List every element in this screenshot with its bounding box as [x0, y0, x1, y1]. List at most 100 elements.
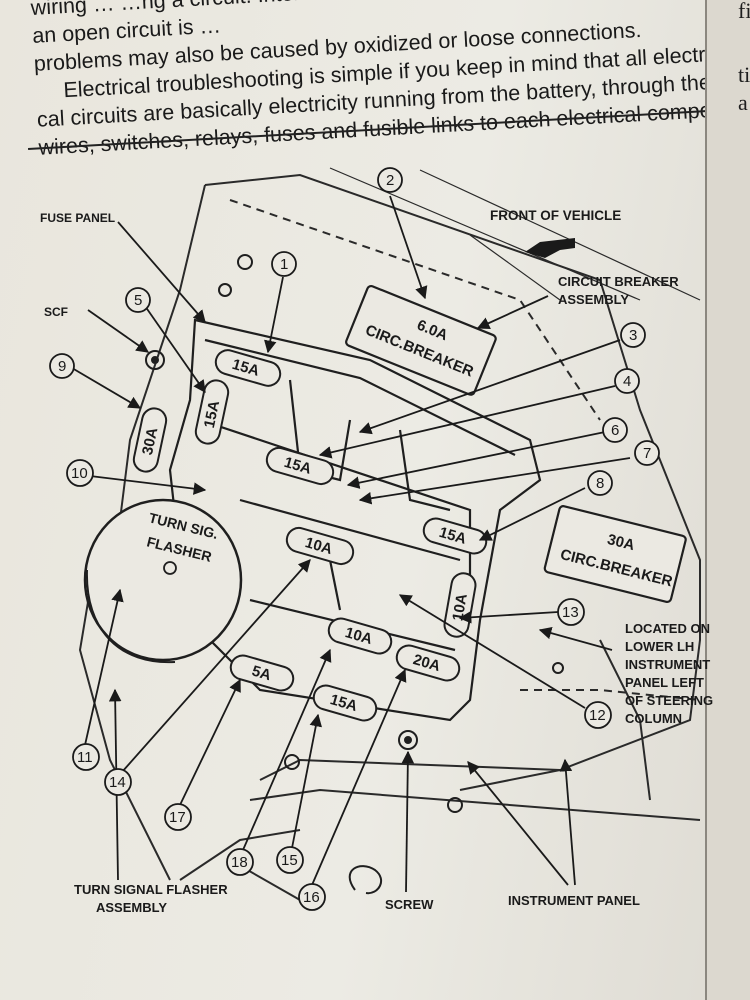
callout-11: 11 — [72, 743, 100, 771]
callout-2: 2 — [377, 167, 403, 193]
label-turn-signal-1: TURN SIGNAL FLASHER — [74, 882, 228, 897]
panel-screw-icon — [284, 754, 300, 770]
fuse-5: 15A — [194, 379, 230, 445]
callout-16: 16 — [298, 883, 326, 911]
screw-center-icon — [404, 736, 412, 744]
breaker-30a-amp: 30A — [606, 531, 637, 554]
callout-7: 7 — [634, 440, 660, 466]
svg-text:17: 17 — [169, 809, 186, 826]
edge-text-1: fi — [738, 0, 750, 23]
turn-signal-flasher: TURN SIG. FLASHER — [83, 498, 243, 664]
svg-text:7: 7 — [643, 445, 651, 462]
label-fuse-panel: FUSE PANEL — [40, 211, 115, 225]
callout-18: 18 — [226, 848, 254, 876]
callout-10: 10 — [66, 459, 94, 487]
label-circuit-breaker-1: CIRCUIT BREAKER — [558, 274, 679, 289]
label-screw: SCREW — [385, 897, 434, 912]
svg-text:10: 10 — [71, 465, 88, 482]
svg-text:5: 5 — [134, 292, 142, 309]
label-located-3: INSTRUMENT — [625, 657, 710, 672]
fuse-17-rating: 5A — [250, 663, 273, 685]
leader-lines — [71, 195, 631, 893]
fuse-8: 15A — [422, 517, 488, 555]
edge-text-4: a — [738, 90, 748, 115]
scf-screw-icon — [145, 350, 165, 370]
panel-hole-2-icon — [218, 283, 232, 297]
svg-text:18: 18 — [231, 854, 248, 871]
label-front-of-vehicle: FRONT OF VEHICLE — [490, 208, 621, 223]
label-located-2: LOWER LH — [625, 639, 694, 654]
adjacent-page-edge — [705, 0, 750, 1000]
fuse-16-rating: 20A — [411, 651, 442, 675]
svg-text:12: 12 — [589, 707, 606, 724]
fuse-8-rating: 15A — [437, 524, 468, 548]
clip-icon — [348, 865, 383, 895]
svg-text:15: 15 — [281, 852, 298, 869]
fuse-1: 15A — [214, 349, 282, 387]
fuse-4: 15A — [265, 446, 335, 486]
panel-hole-1-icon — [237, 254, 253, 270]
fuse-14-rating: 10A — [343, 624, 374, 648]
svg-text:9: 9 — [58, 358, 66, 375]
diagram-labels: FUSE PANEL SCF FRONT OF VEHICLE CIRCUIT … — [40, 208, 713, 915]
fuse-17: 5A — [229, 654, 295, 692]
svg-text:3: 3 — [629, 327, 637, 344]
label-located-6: COLUMN — [625, 711, 682, 726]
fuse-16: 20A — [395, 644, 461, 682]
fuse-14: 10A — [327, 617, 393, 655]
front-of-vehicle-arrow-icon — [525, 238, 575, 258]
callout-6: 6 — [602, 417, 628, 443]
screws — [145, 254, 564, 895]
circuit-breaker-30a: 30A CIRC.BREAKER — [543, 505, 687, 603]
scf-screw-center-icon — [151, 356, 159, 364]
svg-text:14: 14 — [109, 774, 126, 791]
callout-17: 17 — [164, 803, 192, 831]
edge-text-3: ti — [738, 62, 750, 87]
fuses: 15A 15A 30A 15A 15A 10A — [132, 349, 488, 722]
callout-3: 3 — [620, 322, 646, 348]
fuse-9-rating: 30A — [139, 426, 161, 457]
svg-text:13: 13 — [562, 604, 579, 621]
fuse-15: 15A — [312, 684, 378, 722]
fuse-10a-rating: 10A — [303, 534, 334, 558]
circuit-breaker-6a: 6.0A CIRC.BREAKER — [345, 284, 497, 396]
svg-text:1: 1 — [280, 256, 288, 273]
callouts: 1 2 3 4 5 6 7 8 9 10 11 12 13 14 15 16 1… — [49, 167, 660, 911]
fuse-9: 30A — [132, 407, 168, 473]
callout-5: 5 — [125, 287, 151, 313]
svg-text:2: 2 — [386, 172, 394, 189]
fuse-4-rating: 15A — [282, 454, 313, 478]
fuse-10a: 10A — [285, 526, 355, 566]
label-located-1: LOCATED ON — [625, 621, 710, 636]
callout-12: 12 — [584, 701, 612, 729]
svg-text:16: 16 — [303, 889, 320, 906]
flasher-rivet-icon — [163, 561, 177, 575]
callout-15: 15 — [276, 846, 304, 874]
screw-icon — [398, 730, 418, 750]
callout-1: 1 — [271, 251, 297, 277]
svg-text:4: 4 — [623, 373, 631, 390]
svg-text:8: 8 — [596, 475, 604, 492]
fuse-block — [168, 318, 542, 722]
fuse-10b: 10A — [443, 572, 477, 638]
svg-text:6: 6 — [611, 422, 619, 439]
label-located-5: OF STEERING — [625, 693, 713, 708]
fuse-15-rating: 15A — [328, 691, 359, 715]
panel-hole-3-icon — [552, 662, 564, 674]
label-scf: SCF — [44, 305, 68, 319]
fuse-5-rating: 15A — [201, 399, 223, 430]
fuse-1-rating: 15A — [230, 356, 261, 380]
callout-13: 13 — [557, 598, 585, 626]
label-turn-signal-2: ASSEMBLY — [96, 900, 167, 915]
callout-9: 9 — [49, 353, 75, 379]
label-circuit-breaker-2: ASSEMBLY — [558, 292, 629, 307]
svg-text:11: 11 — [77, 749, 93, 766]
callout-14: 14 — [104, 768, 132, 796]
label-located-4: PANEL LEFT — [625, 675, 704, 690]
label-instrument-panel: INSTRUMENT PANEL — [508, 893, 640, 908]
callout-4: 4 — [614, 368, 640, 394]
callout-8: 8 — [587, 470, 613, 496]
panel-screw-2-icon — [447, 797, 463, 813]
